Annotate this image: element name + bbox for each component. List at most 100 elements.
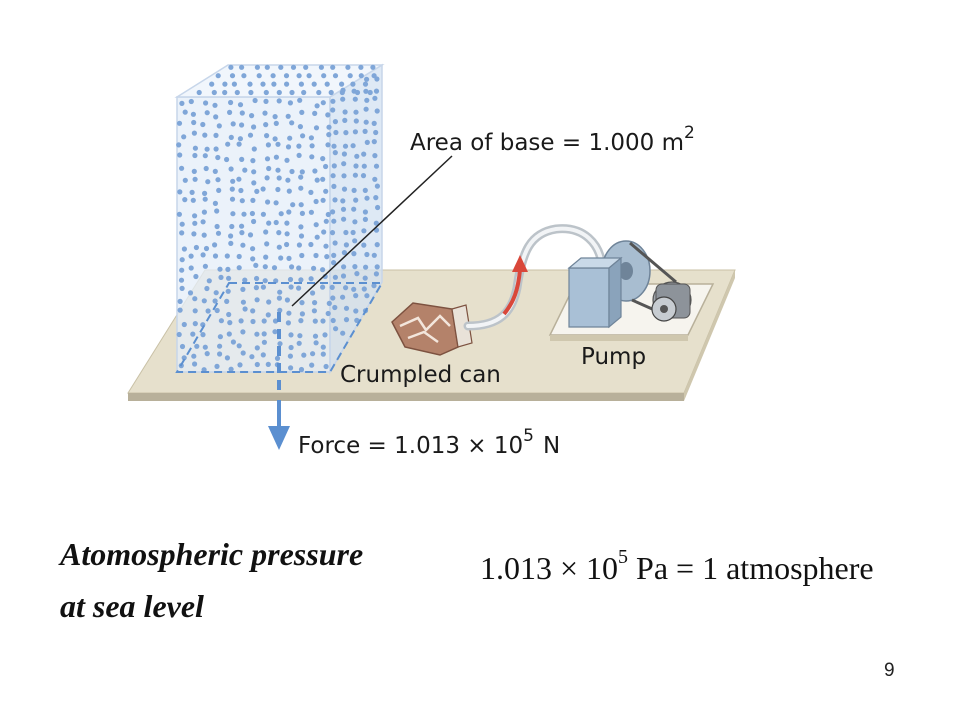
air-molecule-dot	[181, 321, 187, 328]
air-molecule-dot	[211, 89, 217, 96]
air-molecule-dot	[242, 306, 248, 312]
air-molecule-dot	[352, 264, 358, 270]
caption-line-1: Atomospheric pressure	[60, 536, 364, 572]
air-molecule-dot	[320, 284, 326, 290]
air-molecule-dot	[236, 253, 242, 260]
air-molecule-dot	[298, 202, 304, 208]
air-molecule-dot	[343, 305, 350, 311]
air-molecule-dot	[177, 307, 183, 313]
air-molecule-dot	[341, 151, 347, 157]
air-molecule-dot	[351, 251, 357, 257]
air-molecule-dot	[179, 100, 185, 106]
air-molecule-dot	[341, 173, 347, 179]
air-molecule-dot	[252, 97, 258, 104]
air-molecule-dot	[340, 330, 346, 336]
air-molecule-dot	[190, 197, 196, 203]
air-molecule-dot	[214, 208, 220, 214]
air-molecule-dot	[217, 266, 223, 272]
air-molecule-dot	[264, 156, 271, 162]
air-molecule-dot	[215, 230, 222, 236]
air-molecule-dot	[200, 332, 206, 338]
air-molecule-dot	[340, 198, 346, 204]
air-molecule-dot	[202, 196, 208, 202]
air-molecule-dot	[241, 73, 247, 79]
air-molecule-dot	[227, 320, 233, 326]
pump-flywheel-hub	[619, 262, 633, 280]
air-molecule-dot	[373, 220, 379, 226]
air-molecule-dot	[212, 168, 218, 174]
air-molecule-dot	[260, 81, 266, 87]
air-molecule-dot	[362, 275, 368, 281]
air-molecule-dot	[341, 186, 348, 192]
crumpled-can-label: Crumpled can	[340, 362, 501, 388]
air-molecule-dot	[308, 135, 314, 141]
air-molecule-dot	[341, 161, 347, 167]
air-molecule-dot	[191, 353, 197, 359]
pump	[548, 240, 715, 341]
air-molecule-dot	[278, 64, 284, 70]
air-molecule-dot	[203, 165, 209, 172]
air-molecule-dot	[216, 187, 222, 193]
air-molecule-dot	[298, 81, 304, 87]
can-end-cap	[451, 304, 473, 348]
equation-exponent: 5	[618, 546, 629, 569]
air-molecule-dot	[332, 150, 338, 156]
air-molecule-dot	[374, 264, 380, 270]
equation-equals: =	[676, 550, 695, 586]
air-molecule-dot	[343, 285, 349, 291]
air-molecule-dot	[202, 132, 208, 138]
air-molecule-dot	[340, 273, 347, 279]
air-molecule-dot	[308, 209, 314, 215]
air-molecule-dot	[265, 199, 271, 205]
air-molecule-dot	[192, 220, 198, 226]
air-molecule-dot	[312, 300, 318, 306]
air-molecule-dot	[275, 186, 281, 193]
air-molecule-dot	[308, 189, 314, 195]
air-molecule-dot	[328, 89, 334, 96]
air-molecule-dot	[342, 109, 348, 115]
air-molecule-dot	[274, 355, 281, 361]
air-molecule-dot	[325, 211, 331, 218]
air-molecule-dot	[354, 153, 360, 159]
air-molecule-dot	[367, 89, 373, 96]
air-molecule-dot	[229, 196, 236, 202]
air-molecule-dot	[288, 344, 294, 351]
air-molecule-dot	[181, 355, 187, 361]
air-molecule-dot	[323, 218, 329, 224]
air-molecule-dot	[285, 177, 291, 183]
air-molecule-dot	[265, 142, 271, 148]
air-molecule-dot	[320, 318, 326, 324]
table-side	[684, 270, 735, 401]
air-molecule-dot	[320, 344, 326, 350]
air-molecule-dot	[261, 339, 267, 345]
air-molecule-dot	[214, 363, 220, 369]
air-molecule-dot	[362, 209, 368, 215]
air-molecule-dot	[325, 310, 331, 317]
air-molecule-dot	[229, 73, 236, 79]
air-molecule-dot	[330, 107, 336, 113]
air-molecule-dot	[298, 224, 304, 230]
air-molecule-dot	[371, 73, 377, 79]
air-molecule-dot	[191, 130, 197, 136]
air-molecule-dot	[277, 289, 283, 295]
air-molecule-dot	[286, 255, 292, 261]
air-molecule-dot	[212, 200, 218, 206]
air-molecule-dot	[354, 89, 361, 96]
air-molecule-dot	[331, 218, 337, 224]
air-molecule-dot	[192, 308, 198, 314]
air-molecule-dot	[202, 263, 208, 269]
air-molecule-dot	[271, 265, 278, 271]
air-molecule-dot	[321, 229, 327, 235]
air-molecule-dot	[213, 114, 219, 120]
air-molecule-dot	[176, 142, 182, 148]
air-molecule-dot	[228, 99, 234, 106]
air-molecule-dot	[179, 230, 185, 236]
air-molecule-dot	[353, 308, 359, 314]
air-molecule-dot	[263, 122, 269, 128]
air-molecule-dot	[239, 64, 245, 70]
air-molecule-dot	[326, 132, 332, 138]
air-molecule-dot	[364, 195, 370, 201]
caption-line-2: at sea level	[60, 588, 204, 624]
air-molecule-dot	[320, 197, 326, 203]
